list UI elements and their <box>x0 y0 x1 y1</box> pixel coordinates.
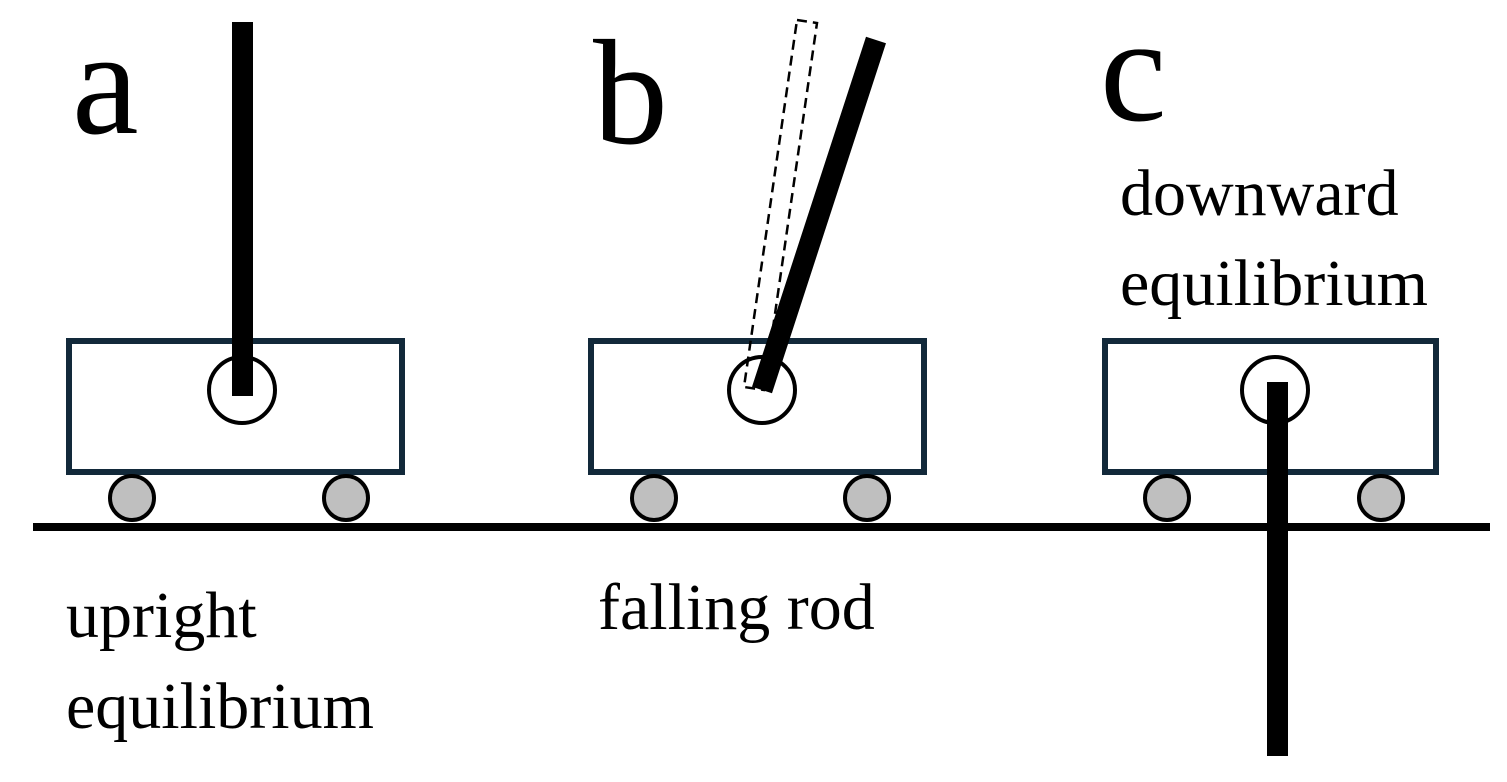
panel-a-caption-line1: upright <box>66 579 257 652</box>
cart-b-wheel-left <box>630 474 678 522</box>
cart-c-wheel-right <box>1357 474 1405 522</box>
cart-a-wheel-right <box>322 474 370 522</box>
panel-a: a upright equilibrium <box>66 0 405 743</box>
panel-c-letter: c <box>1100 0 1167 153</box>
panel-b-letter: b <box>593 10 668 176</box>
panel-b: b falling rod <box>588 10 927 644</box>
panel-c: c downward equilibrium <box>1100 0 1439 756</box>
panel-c-caption-line1: downward <box>1120 157 1399 230</box>
panel-c-caption-line2: equilibrium <box>1120 247 1428 320</box>
cart-a-rod-upright <box>232 22 253 396</box>
cart-b-rod-falling <box>752 36 886 394</box>
cart-b-wheel-right <box>843 474 891 522</box>
panel-a-letter: a <box>72 0 139 166</box>
cart-c-rod-downward <box>1267 382 1288 756</box>
cart-a-wheel-left <box>108 474 156 522</box>
panel-b-caption-line1: falling rod <box>598 571 875 644</box>
panel-a-caption-line2: equilibrium <box>66 670 374 743</box>
cart-c-wheel-left <box>1143 474 1191 522</box>
